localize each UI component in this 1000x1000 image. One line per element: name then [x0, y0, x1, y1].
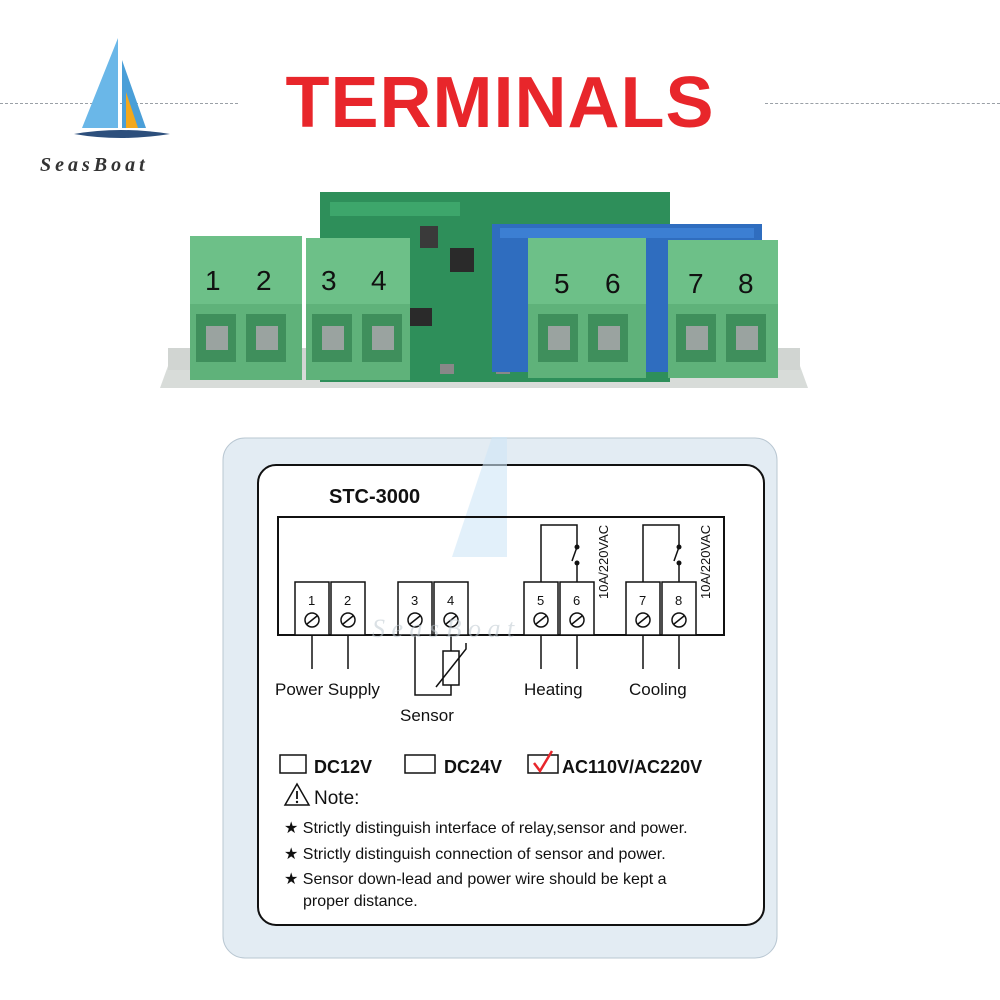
note-text-1: Strictly distinguish interface of relay,…: [302, 820, 688, 837]
board-terminal-3: 3: [321, 265, 337, 296]
note-item-1: ★ Strictly distinguish interface of rela…: [284, 820, 688, 837]
terminal-label-8: 8: [675, 593, 682, 608]
dc12v-checkbox: [279, 754, 307, 774]
terminal-label-3: 3: [411, 593, 418, 608]
dc24v-checkbox: [404, 754, 436, 774]
ac-label: AC110V/AC220V: [562, 757, 702, 777]
note-text-3: Sensor down-lead and power wire should b…: [302, 871, 667, 888]
heating-relay-rating: 10A/220VAC: [596, 525, 611, 599]
note-title: Note:: [314, 788, 359, 809]
board-terminal-5: 5: [554, 268, 570, 299]
board-terminal-8: 8: [738, 268, 754, 299]
page-title: TERMINALS: [285, 63, 715, 143]
board-terminal-6: 6: [605, 268, 621, 299]
warning-icon: [283, 782, 311, 806]
controller-board: [160, 192, 808, 388]
sensor-label: Sensor: [400, 706, 454, 725]
logo-watermark: S e a s B o a t: [372, 614, 515, 643]
terminal-label-6: 6: [573, 593, 580, 608]
note-text-4: proper distance.: [303, 893, 418, 910]
sailboat-logo-icon: [74, 38, 170, 138]
board-terminal-7: 7: [688, 268, 704, 299]
note-item-2: ★ Strictly distinguish connection of sen…: [284, 846, 666, 863]
logo-text: SeasBoat: [40, 154, 149, 176]
note-item-3: ★ Sensor down-lead and power wire should…: [284, 871, 667, 888]
board-terminal-2: 2: [256, 265, 272, 296]
terminal-label-1: 1: [308, 593, 315, 608]
header-divider-right: [765, 103, 1000, 104]
dc12v-label: DC12V: [314, 757, 372, 777]
terminal-label-2: 2: [344, 593, 351, 608]
board-terminal-1: 1: [205, 265, 221, 296]
cooling-relay-rating: 10A/220VAC: [698, 525, 713, 599]
board-terminal-4: 4: [371, 265, 387, 296]
cooling-label: Cooling: [629, 680, 687, 699]
terminal-label-5: 5: [537, 593, 544, 608]
check-mark-icon: [533, 750, 554, 774]
terminal-label-4: 4: [447, 593, 454, 608]
dc24v-label: DC24V: [444, 757, 502, 777]
header-divider-left: [0, 103, 238, 104]
diagram-model: STC-3000: [329, 486, 420, 508]
note-item-4: proper distance.: [303, 893, 418, 911]
terminal-label-7: 7: [639, 593, 646, 608]
heating-label: Heating: [524, 680, 583, 699]
power-supply-label: Power Supply: [275, 680, 380, 699]
wiring-diagram: STC-3000 1 2 3 4 5 6 7 8 10A/220VAC: [222, 437, 778, 959]
note-text-2: Strictly distinguish connection of senso…: [302, 846, 666, 863]
